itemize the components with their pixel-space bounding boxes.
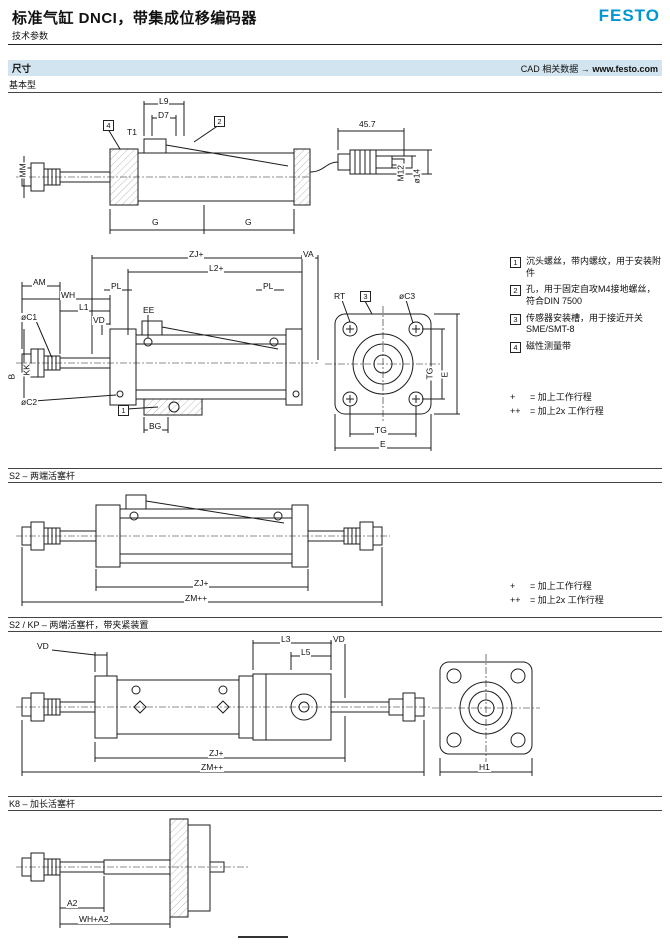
dim-label-WH: WH [60,290,77,300]
dim-label-L1: L1 [78,302,90,312]
note-item-2: 2 孔，用于固定自攻M4接地螺丝，符合DIN 7500 [510,284,664,307]
dim-label-1: 1 [118,405,129,416]
plusplus-text: = 加上2x 工作行程 [530,595,604,606]
dim-label-D7: D7 [157,110,170,120]
dim-label-4: 4 [103,120,114,131]
dim-label-B: B [6,372,17,381]
note-item-1: 1 沉头螺丝，带内螺纹，用于安装附件 [510,256,664,279]
s2-drawing: + = 加上工作行程 ++ = 加上2x 工作行程 ZJ+ ZM++ [8,483,662,613]
basic-type-drawing: 1 沉头螺丝，带内螺纹，用于安装附件 2 孔，用于固定自攻M4接地螺丝，符合DI… [6,92,664,464]
notes-list: 1 沉头螺丝，带内螺纹，用于安装附件 2 孔，用于固定自攻M4接地螺丝，符合DI… [510,256,664,358]
dim-label-ZM++: ZM++ [184,593,209,603]
dim-label-45.7: 45.7 [358,119,377,129]
dim-label-L9: L9 [158,96,170,106]
festo-logo: FESTO [598,6,660,25]
s2-line-art [16,494,390,606]
dim-label-E: E [439,370,450,379]
note-balloon-3: 3 [510,313,521,325]
dim-label-VD: VD [36,641,50,651]
legend-row-plusplus: ++ = 加上2x 工作行程 [510,404,664,418]
dim-label-L2+: L2+ [208,263,225,273]
dim-label-VA: VA [302,249,315,259]
dim-label-L5: L5 [300,647,312,657]
dim-label-E: E [379,439,387,449]
arrow-icon: → [580,63,590,74]
s2kp-line-art [16,640,540,776]
dim-label-AM: AM [32,277,47,287]
dim-label-ZJ+: ZJ+ [188,249,205,259]
note-balloon-1: 1 [510,257,521,268]
dim-label-ZJ+: ZJ+ [193,578,210,588]
dim-label-A2: A2 [66,898,79,908]
dim-label-H1: H1 [478,762,491,772]
dim-label-PL: PL [262,281,275,291]
page-subtitle: 技术参数 [12,31,49,41]
dim-label-L3: L3 [280,634,292,644]
k8-line-art [16,818,248,928]
plusplus-symbol: ++ [510,406,521,417]
note-text-4: 磁性测量带 [526,341,572,352]
header-divider [8,44,662,45]
note-text-2: 孔，用于固定自攻M4接地螺丝，符合DIN 7500 [526,284,656,307]
note-balloon-2: 2 [510,285,521,297]
legend-row-plus: + = 加上工作行程 [510,579,664,593]
dim-label-VD: VD [92,315,106,325]
stroke-legend-s2: + = 加上工作行程 ++ = 加上2x 工作行程 [510,579,664,608]
dim-label-KK: KK [21,363,32,377]
cad-text: CAD 相关数据 [520,63,579,74]
section-s2kp-label: S2 / KP – 两端活塞杆，带夹紧装置 [8,617,662,632]
section-s2-label: S2 – 两端活塞杆 [8,468,662,483]
dim-label-VD: VD [332,634,346,644]
plus-text: = 加上工作行程 [530,581,592,591]
dim-label-øC3: øC3 [398,291,417,301]
footer-mark [238,936,288,938]
note-item-3: 3 传感器安装槽，用于接近开关 SME/SMT-8 [510,313,664,336]
dim-label-2: 2 [214,116,225,127]
dim-label-ZJ+: ZJ+ [208,748,225,758]
dim-label-ZM++: ZM++ [200,762,225,772]
dim-label-WH+A2: WH+A2 [78,914,110,924]
plus-text: = 加上工作行程 [530,392,592,402]
dim-label-TG: TG [374,425,388,435]
plus-symbol: + [510,392,516,402]
dimensions-label: 尺寸 [12,64,32,75]
cad-data-note: CAD 相关数据 → www.festo.com [521,62,658,75]
dim-label-G: G [244,217,253,227]
dimensions-header-bar: 尺寸 CAD 相关数据 → www.festo.com [8,60,662,76]
festo-url-link[interactable]: www.festo.com [592,63,658,74]
plus-symbol: + [510,581,516,591]
dim-label-MM: MM [17,162,28,179]
legend-row-plus: + = 加上工作行程 [510,390,664,404]
stroke-legend-basic: + = 加上工作行程 ++ = 加上2x 工作行程 [510,390,664,419]
legend-row-plusplus: ++ = 加上2x 工作行程 [510,593,664,607]
dim-label-EE: EE [142,305,156,315]
dim-label-øC1: øC1 [20,312,39,322]
dim-label-TG: TG [424,366,435,381]
dim-label-G: G [151,217,160,227]
page-title: 标准气缸 DNCI，带集成位移编码器 [12,10,257,27]
dim-label-M12: M12 [395,163,406,183]
plusplus-text: = 加上2x 工作行程 [530,406,604,417]
note-text-3: 传感器安装槽，用于接近开关 SME/SMT-8 [526,312,644,335]
note-item-4: 4 磁性测量带 [510,341,664,354]
dim-label-3: 3 [360,291,371,302]
dim-label-BG: BG [148,421,163,431]
section-basic-label: 基本型 [8,78,662,93]
note-balloon-4: 4 [510,342,521,354]
dim-label-PL: PL [110,281,123,291]
plusplus-symbol: ++ [510,595,521,606]
note-text-1: 沉头螺丝，带内螺纹，用于安装附件 [526,256,662,278]
dim-label-ø14: ø14 [411,167,422,185]
dim-label-T1: T1 [126,127,138,137]
section-k8-label: K8 – 加长活塞杆 [8,796,662,811]
dim-label-RT: RT [333,291,347,301]
dim-label-øC2: øC2 [20,397,39,407]
